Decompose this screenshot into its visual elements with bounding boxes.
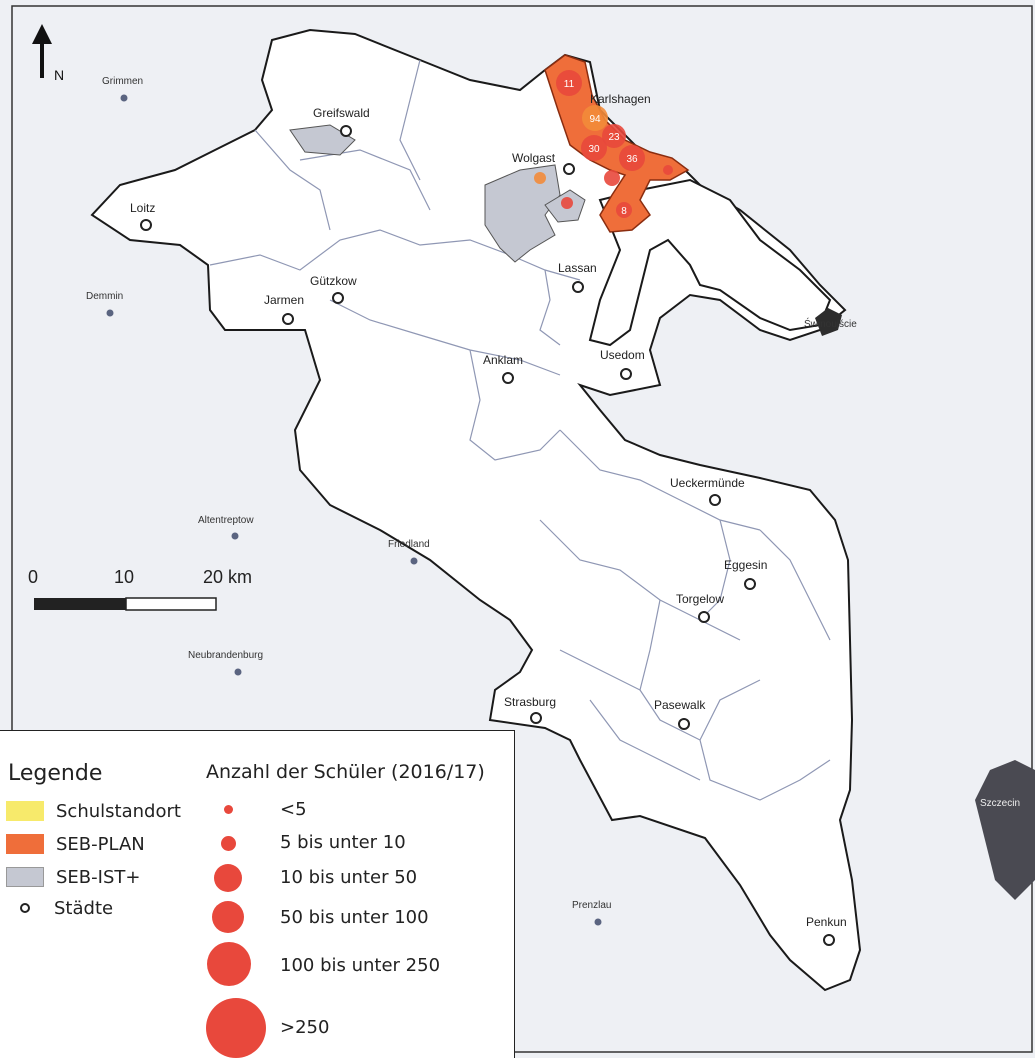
legend-item-seb-plan: SEB-PLAN [6,832,145,856]
city-label: Usedom [600,348,645,362]
student-count-label: 23 [608,132,620,143]
szczecin-area [975,760,1035,900]
city-label: Grimmen [102,76,143,87]
student-count-title: Anzahl der Schüler (2016/17) [206,761,485,783]
student-count-label: 8 [621,206,627,217]
student-count-label: 11 [564,79,575,90]
student-marker [556,70,582,96]
city-label: Loitz [130,201,155,215]
student-marker [663,165,673,175]
legend-item-label: SEB-IST+ [56,866,141,888]
city-label: Karlshagen [590,92,651,106]
student-marker [619,145,645,171]
city-label: Torgelow [676,592,724,606]
city-circle-icon [20,903,30,913]
size-class-label: 5 bis unter 10 [280,832,406,853]
legend-item-label: SEB-PLAN [56,833,145,855]
student-marker [581,135,607,161]
size-class-label: 100 bis unter 250 [280,955,441,976]
student-count-label: 94 [589,114,601,125]
city-label: Wolgast [512,151,556,165]
seb-ist-swatch [6,867,44,887]
city-label: Ueckermünde [670,476,745,490]
size-class-marker [221,836,236,851]
legend-panel: Legende Anzahl der Schüler (2016/17) Sch… [0,730,515,1058]
municipal-boundaries [209,59,831,801]
student-marker [602,124,626,148]
city-label: Pasewalk [654,698,706,712]
city-label: Friedland [388,539,430,550]
city-label: Demmin [86,291,123,302]
size-class-marker [207,942,251,986]
city-label: Penkun [806,915,847,929]
legend-item-staedte: Städte [6,896,113,920]
city-label: Strasburg [504,695,556,709]
city-label: Greifswald [313,106,370,120]
city-label: Prenzlau [572,900,611,911]
city-label: Neubrandenburg [188,650,263,661]
scale-tick-label: 10 [114,567,134,587]
student-marker [616,202,632,218]
scale-tick-label: 20 km [203,567,252,587]
student-marker [604,170,620,186]
legend-item-schulstandort: Schulstandort [6,799,181,823]
size-class-label: <5 [280,799,307,820]
north-arrow-icon [32,24,52,78]
swinoujscie-area [815,308,842,336]
city-label: Świnoujście [804,317,857,330]
legend-title: Legende [8,761,103,786]
student-marker [534,172,546,184]
city-label: Lassan [558,261,597,275]
legend-item-label: Schulstandort [56,800,181,822]
student-count-label: 36 [626,154,638,165]
student-marker [582,105,608,131]
outside-city-dots [106,94,602,926]
size-class-marker [206,998,266,1058]
city-label: Eggesin [724,558,767,572]
size-class-label: >250 [280,1017,330,1038]
size-class-marker [212,901,244,933]
seb-plan-swatch [6,834,44,854]
north-arrow-label: N [54,67,64,83]
city-label: Anklam [483,353,523,367]
size-class-marker [224,805,233,814]
usedom-island [588,178,832,347]
student-count-label: 30 [588,144,600,155]
schulstandort-swatch [6,801,44,821]
student-markers [534,70,673,218]
city-label: Gützkow [310,274,357,288]
size-class-label: 50 bis unter 100 [280,907,429,928]
size-class-marker [214,864,242,892]
city-label: Szczecin [980,798,1020,809]
city-label: Jarmen [264,293,304,307]
student-marker [561,197,573,209]
scale-bar [34,597,217,611]
legend-item-label: Städte [54,897,114,919]
scale-tick-label: 0 [28,567,38,587]
size-class-label: 10 bis unter 50 [280,867,418,888]
city-markers [140,125,835,946]
city-label: Altentreptow [198,515,254,526]
legend-item-seb-ist: SEB-IST+ [6,865,140,889]
